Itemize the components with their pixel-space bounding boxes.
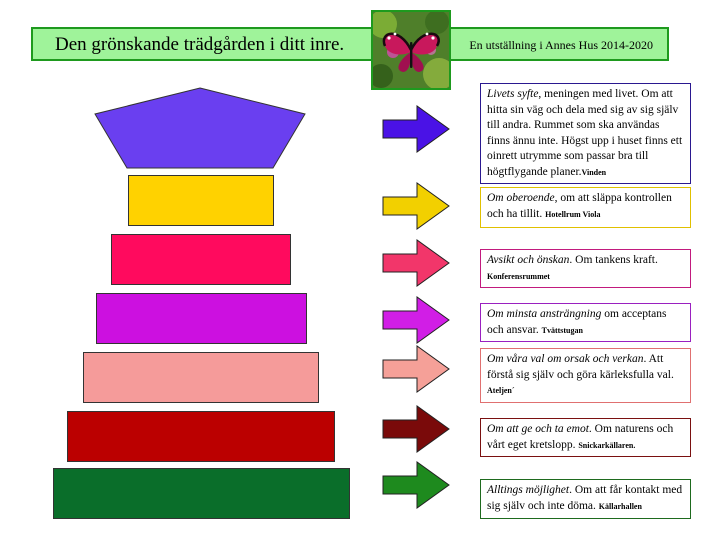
description-text: , om att släppa kontrollen och ha tillit… (487, 192, 672, 220)
pyramid-level-7 (53, 468, 350, 519)
pyramid-level-4 (96, 293, 307, 344)
description-heading: Alltings möjlighet (487, 484, 570, 496)
arrow-right-icon (382, 345, 450, 393)
description-heading: Avsikt och önskan (487, 254, 570, 266)
room-name: Tvättstugan (541, 325, 583, 335)
room-name: Snickarkällaren. (578, 440, 636, 450)
pyramid-level-2 (128, 175, 274, 226)
title-bar: Den grönskande trädgården i ditt inre. E… (31, 27, 669, 61)
butterfly-photo (371, 10, 451, 90)
description-box-3: Avsikt och önskan. Om tankens kraft. Kon… (480, 249, 691, 288)
room-name: Hotellrum Viola (545, 209, 601, 219)
page-subtitle: En utställning i Annes Hus 2014-2020 (469, 38, 653, 52)
description-heading: Livets syfte (487, 88, 539, 100)
description-text: . Om naturens och vårt eget kretslopp. (487, 423, 674, 451)
description-box-4: Om minsta ansträngning om acceptans och … (480, 303, 691, 342)
arrow-right-icon (382, 461, 450, 509)
description-box-1: Livets syfte, meningen med livet. Om att… (480, 83, 691, 184)
description-text: . Att förstå sig själv och göra kärleksf… (487, 353, 674, 381)
room-name: Konferensrummet (487, 271, 550, 281)
description-heading: Om oberoende (487, 192, 555, 204)
arrow-right-icon (382, 182, 450, 230)
description-heading: Om minsta ansträngning (487, 308, 602, 320)
description-box-2: Om oberoende, om att släppa kontrollen o… (480, 187, 691, 228)
room-name: Vinden (581, 167, 607, 177)
pyramid-level-1 (94, 87, 306, 169)
pyramid-level-3 (111, 234, 291, 285)
description-box-5: Om våra val om orsak och verkan. Att för… (480, 348, 691, 403)
description-heading: Om att ge och ta emot (487, 423, 589, 435)
page-title: Den grönskande trädgården i ditt inre. (55, 34, 345, 55)
room-name: Ateljen´ (487, 386, 515, 395)
description-text: , meningen med livet. Om att hitta sin v… (487, 88, 683, 178)
pyramid-top-pentagon (94, 87, 306, 169)
pyramid-level-6 (67, 411, 335, 462)
description-text: . Om tankens kraft. (569, 254, 658, 266)
description-text: . Om att får kontakt med sig själv och i… (487, 484, 683, 512)
room-name: Källarhallen (598, 501, 642, 511)
arrow-right-icon (382, 405, 450, 453)
pyramid-level-5 (83, 352, 319, 403)
description-text: om acceptans och ansvar. (487, 308, 667, 336)
description-box-6: Om att ge och ta emot. Om naturens och v… (480, 418, 691, 457)
arrow-right-icon (382, 239, 450, 287)
arrow-right-icon (382, 296, 450, 344)
description-box-7: Alltings möjlighet. Om att får kontakt m… (480, 479, 691, 519)
description-heading: Om våra val om orsak och verkan (487, 353, 644, 365)
arrow-right-icon (382, 105, 450, 153)
